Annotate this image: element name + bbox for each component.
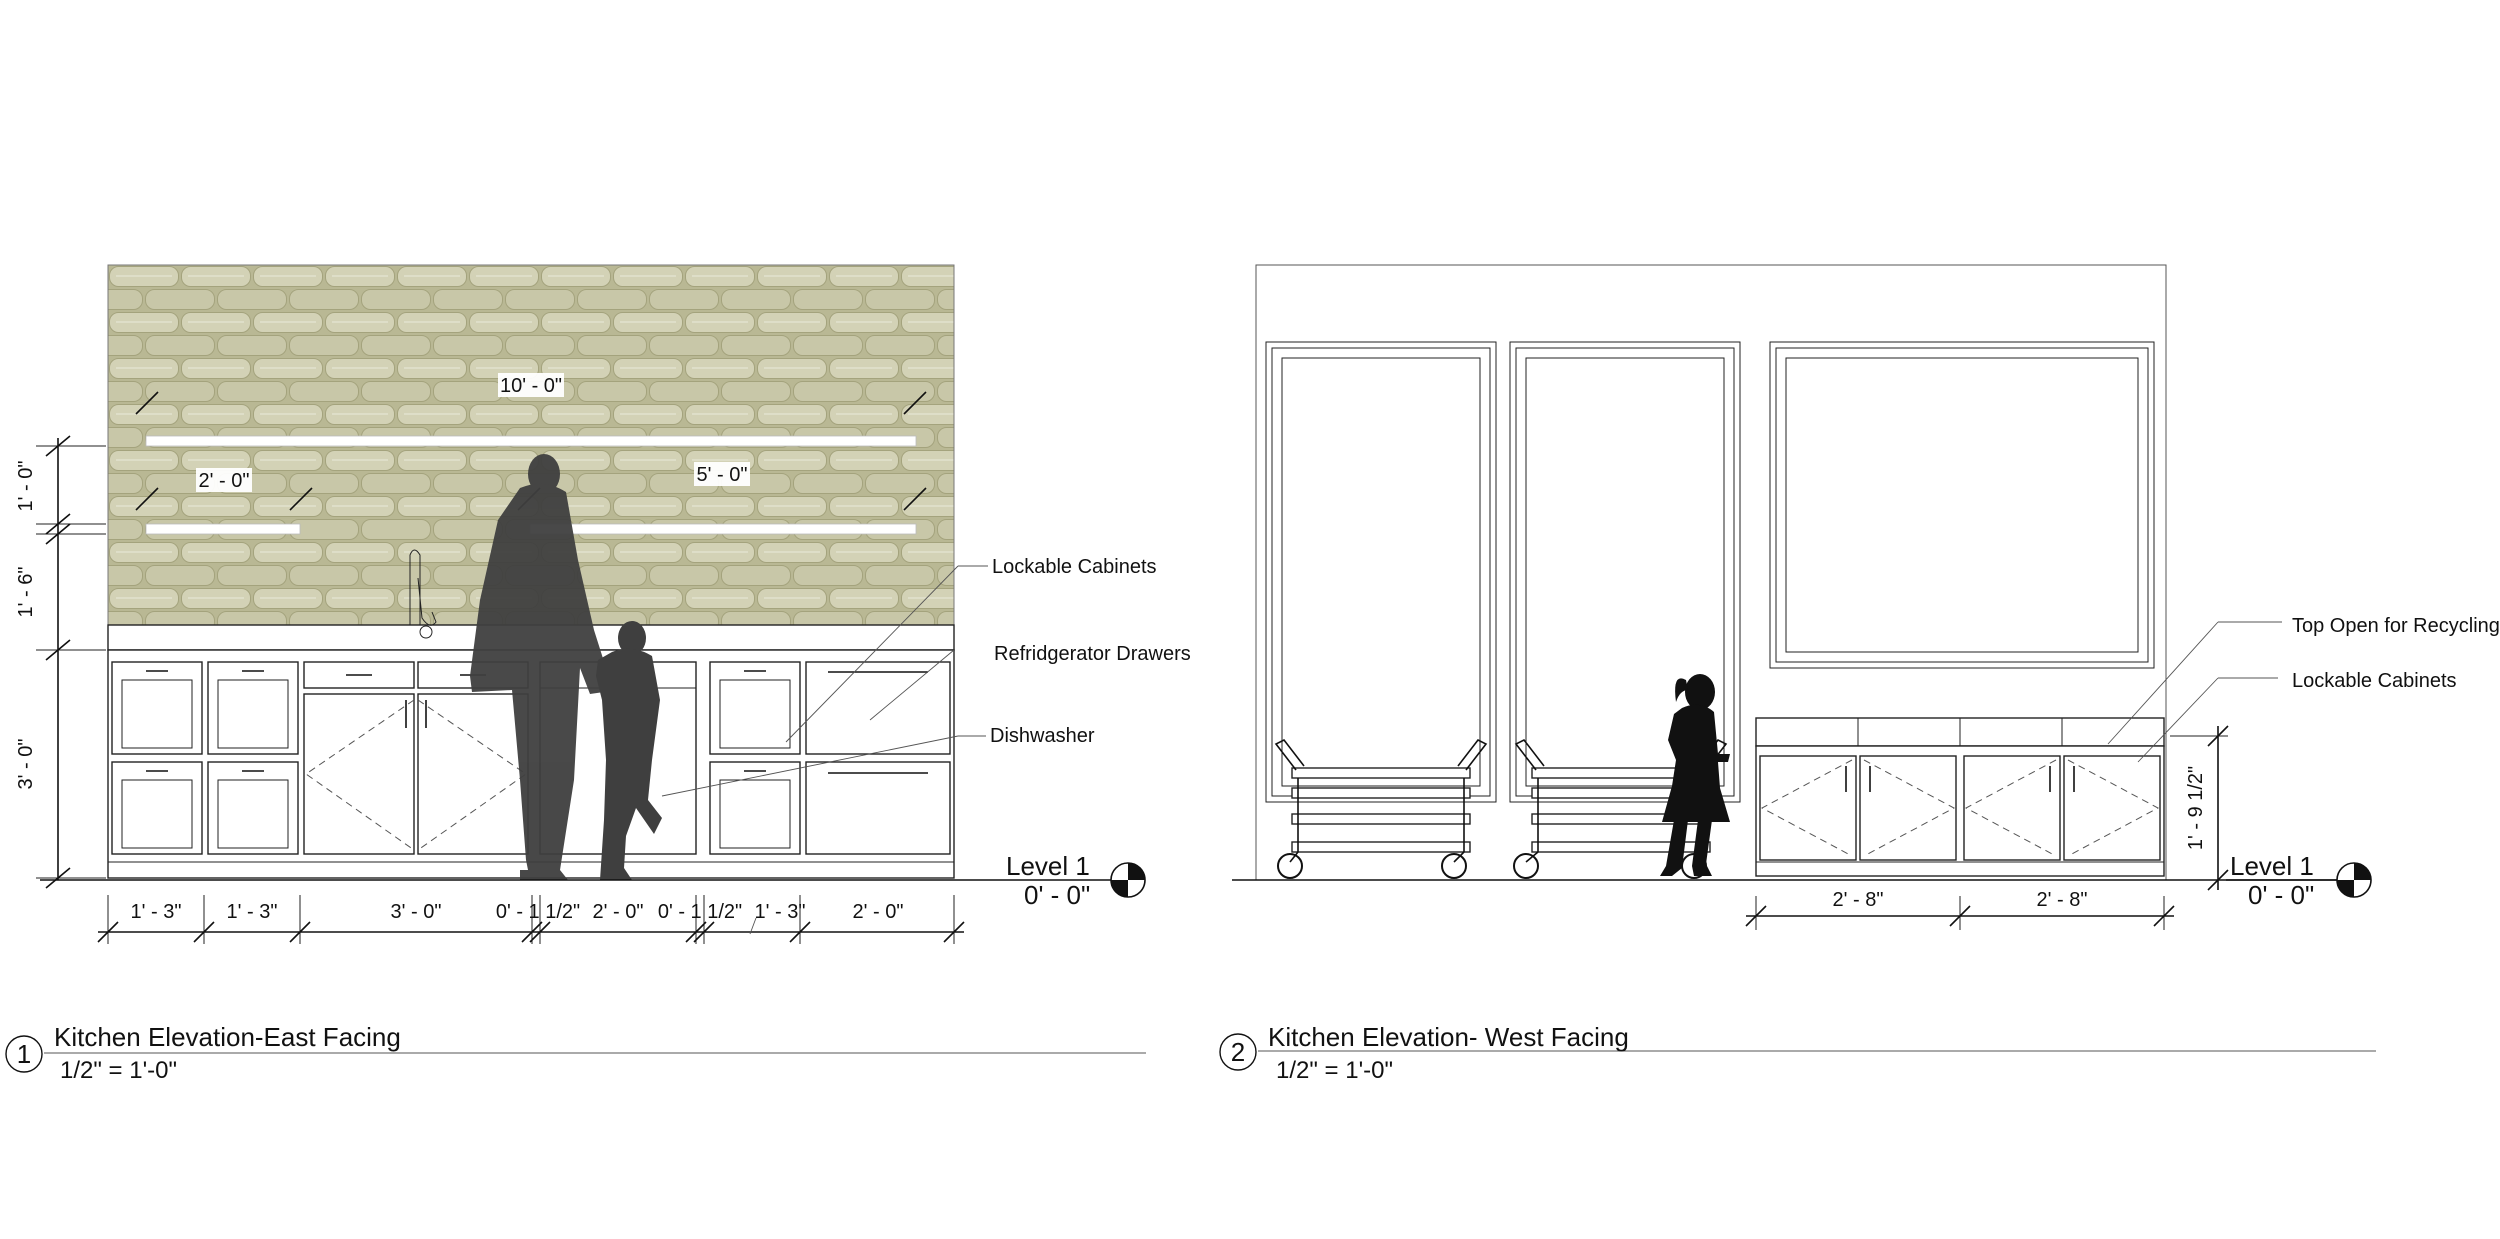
dim-vertical-3: 3' - 0" (15, 739, 37, 790)
east-vertical-dimensions (36, 435, 106, 889)
east-bottom-dimensions (97, 895, 965, 944)
dim-bottom-4: 0' - 1 1/2" (496, 901, 580, 923)
dim-bottom-1: 1' - 3" (131, 901, 182, 923)
faucet (409, 549, 437, 639)
note-top-open-recycling: Top Open for Recycling (2292, 615, 2500, 637)
east-leaders (661, 565, 988, 797)
child-silhouette (596, 621, 662, 880)
dim-bottom-5: 2' - 0" (593, 901, 644, 923)
dim-bottom-6: 0' - 1 1/2" (658, 901, 742, 923)
dim-bottom-2: 1' - 3" (227, 901, 278, 923)
dim-bottom-3: 3' - 0" (391, 901, 442, 923)
note-lockable-cabinets-east: Lockable Cabinets (992, 556, 1157, 578)
view-title-2: 2 Kitchen Elevation- West Facing 1/2" = … (1219, 1022, 2376, 1084)
adult-silhouette (470, 454, 606, 880)
cart-1 (1274, 738, 1488, 879)
refrigerator-drawers (805, 661, 951, 855)
west-level-name: Level 1 (2230, 851, 2314, 881)
lower-left-shelf (145, 523, 301, 535)
view-title-text-2: Kitchen Elevation- West Facing (1268, 1022, 1629, 1052)
note-lockable-cabinets-west: Lockable Cabinets (2292, 670, 2457, 692)
view-number-1: 1 (17, 1039, 31, 1069)
cabinet-1 (111, 661, 203, 855)
west-level-marker (2226, 862, 2372, 898)
girl-silhouette (1660, 674, 1730, 876)
east-level-name: Level 1 (1006, 851, 1090, 881)
dim-west-vertical: 1' - 9 1/2" (2185, 766, 2207, 850)
dim-vertical-1: 1' - 0" (15, 461, 37, 512)
cabinet-2 (207, 661, 299, 855)
dim-west-bottom-2: 2' - 8" (2037, 889, 2088, 911)
cabinet-3 (709, 661, 801, 855)
west-leaders (2107, 621, 2282, 763)
west-level-elevation: 0' - 0" (2248, 880, 2314, 910)
west-elevation: Top Open for Recycling Lockable Cabinets… (1232, 264, 2500, 930)
west-base-cabinets (1755, 717, 2165, 877)
east-level-elevation: 0' - 0" (1024, 880, 1090, 910)
upper-shelf (145, 435, 917, 447)
dim-bottom-8: 2' - 0" (853, 901, 904, 923)
dim-west-bottom-1: 2' - 8" (1833, 889, 1884, 911)
note-dishwasher: Dishwasher (990, 725, 1095, 747)
view-scale-2: 1/2" = 1'-0" (1276, 1057, 1393, 1084)
view-number-2: 2 (1231, 1037, 1245, 1067)
window-2 (1509, 341, 1741, 803)
view-scale-1: 1/2" = 1'-0" (60, 1057, 177, 1084)
dim-bottom-7: 1' - 3" (755, 901, 806, 923)
dim-upper-shelf: 10' - 0" (500, 375, 562, 397)
note-refrigerator-drawers: Refridgerator Drawers (994, 643, 1191, 665)
view-title-text-1: Kitchen Elevation-East Facing (54, 1022, 401, 1052)
dim-right-shelf: 5' - 0" (697, 464, 748, 486)
west-bottom-dimensions (1745, 896, 2175, 930)
east-level-marker (1000, 862, 1146, 898)
sink-cabinet (303, 661, 529, 855)
lower-right-shelf (529, 523, 917, 535)
view-title-1: 1 Kitchen Elevation-East Facing 1/2" = 1… (5, 1022, 1146, 1084)
dim-vertical-2: 1' - 6" (15, 567, 37, 618)
dim-left-shelf: 2' - 0" (199, 470, 250, 492)
window-3 (1769, 341, 2155, 669)
east-elevation: 10' - 0" 2' - 0" 5' - 0" (15, 264, 1191, 944)
